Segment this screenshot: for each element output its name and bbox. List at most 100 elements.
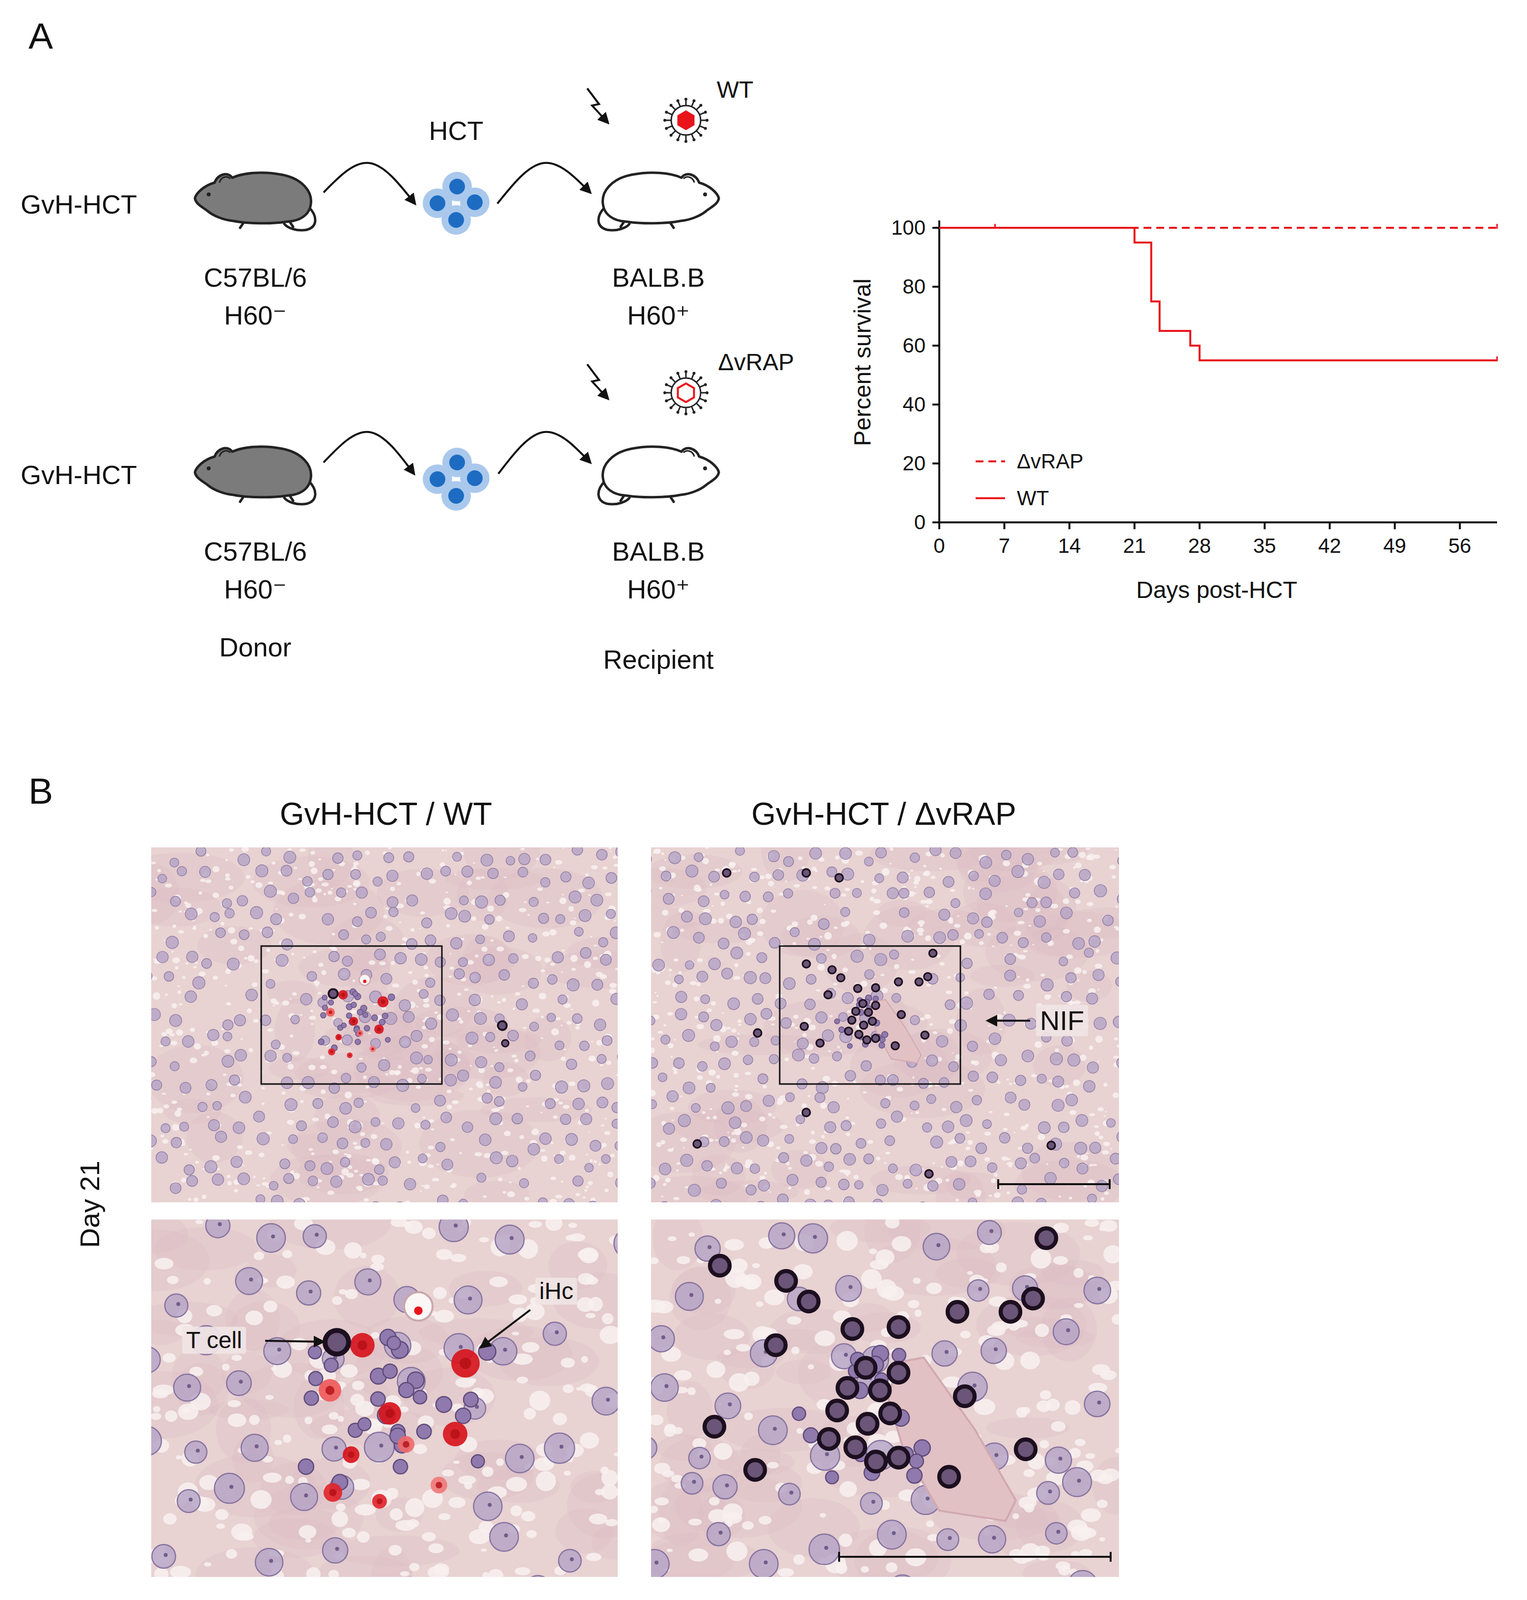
vacuole [521,984,524,987]
virus-spike [699,384,705,387]
censor-tick [994,223,996,229]
vacuole [696,1023,705,1030]
hepatocyte-nucleus [552,951,564,963]
hepatocyte-nucleus [516,998,528,1010]
vacuole [684,1186,689,1189]
vacuole [793,1014,799,1019]
hepatocyte-nucleus [974,929,984,939]
vacuole [656,995,659,998]
hepatocyte-nucleus [184,1164,195,1175]
vacuole [889,863,892,865]
hepatocyte-nucleus [399,999,411,1011]
vacuole [1008,1082,1012,1086]
hepatocyte-nucleus [352,850,362,861]
vacuole [875,1156,881,1161]
vacuole [955,1198,959,1202]
vacuole [287,1063,295,1070]
vacuole [896,1087,903,1092]
hepatocyte-nucleus [767,850,780,862]
hepatocyte-nucleus [1094,884,1107,898]
hepatocyte-nucleus [374,949,386,961]
vacuole [612,855,618,859]
hepatocyte-nucleus [584,1163,594,1173]
vacuole [590,935,593,938]
infiltrate-nucleus [387,993,395,1001]
vacuole [206,1116,210,1118]
y-tick [932,462,940,465]
vacuole [205,879,212,884]
vacuole [810,1130,815,1135]
hepatocyte-nucleus [304,1160,316,1172]
hepatocyte-nucleus [874,953,887,966]
vacuole [655,1142,662,1147]
vacuole [560,1024,563,1027]
infected-nucleus [329,1050,333,1054]
vacuole [1086,901,1094,907]
vacuole [310,850,316,855]
vacuole [895,1173,903,1180]
vacuole [604,1117,607,1120]
vacuole [445,891,449,894]
hepatocyte-nucleus [739,891,751,902]
vacuole [292,992,298,996]
virus-spike [685,100,687,106]
vacuole [925,905,929,908]
hepatocyte-nucleus [681,911,693,923]
vacuole [198,971,206,977]
hepatocyte-nucleus [875,847,887,859]
hepatocyte-nucleus [525,1051,536,1062]
vacuole [359,1173,364,1177]
vacuole [247,954,255,962]
vacuole [939,961,945,966]
vacuole [712,1116,718,1120]
hepatocyte-nucleus [386,870,399,882]
tissue-mottle [151,863,180,924]
vacuole [711,905,714,907]
tissue-mottle [761,847,810,882]
vacuole [293,867,298,870]
vacuole [331,932,335,936]
vacuole [925,899,933,904]
vacuole [1063,928,1071,934]
hepatocyte-nucleus [434,1095,446,1107]
hepatocyte-nucleus [518,853,530,865]
hepatocyte-nucleus [328,951,340,962]
vacuole [272,1004,275,1007]
vacuole [844,887,851,892]
vacuole [219,1020,222,1022]
hepatocyte-nucleus [479,1134,491,1146]
hepatocyte-nucleus [415,953,428,966]
vacuole [544,957,551,963]
hepatocyte-nucleus [717,938,729,950]
vacuole [385,907,389,910]
hepatocyte-nucleus [1092,969,1105,981]
y-tick [932,285,940,288]
vacuole [410,927,415,932]
vacuole [1066,954,1074,959]
hepatocyte-nucleus [730,947,743,959]
vacuole [1104,1111,1108,1113]
hepatocyte-nucleus [591,979,603,991]
vacuole [198,891,203,895]
hepatocyte-nucleus [1022,853,1034,865]
vacuole [227,927,236,934]
vacuole [1110,1147,1113,1150]
vacuole [1032,944,1035,946]
vacuole [763,1172,767,1175]
vacuole [956,915,959,918]
vacuole [177,985,181,988]
hepatocyte-nucleus [304,887,315,898]
vacuole [681,895,683,897]
hepatocyte-nucleus [580,1113,592,1125]
hepatocyte-nucleus [528,933,538,943]
vacuole [1017,976,1020,979]
hepatocyte-nucleus [195,847,206,857]
hepatocyte-nucleus [269,1181,278,1191]
vacuole [299,1099,304,1104]
vacuole [841,893,846,897]
hepatocyte-nucleus [1115,976,1119,987]
hepatocyte-nucleus [614,1141,618,1151]
vacuole [505,926,510,929]
hepatocyte-nucleus [1084,948,1094,958]
